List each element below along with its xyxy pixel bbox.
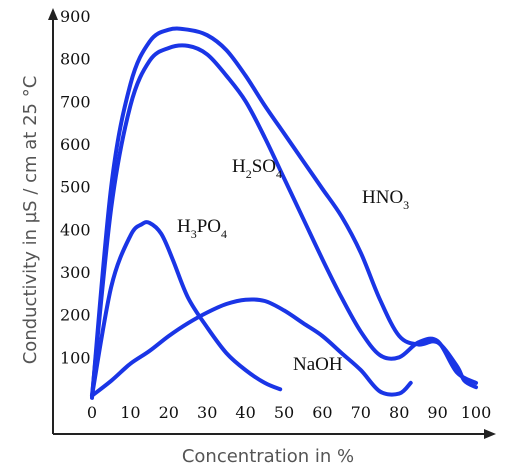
series-line-naoh xyxy=(90,297,413,398)
x-tick-label: 40 xyxy=(235,403,255,422)
x-tick-label: 60 xyxy=(312,403,332,422)
y-tick-label: 900 xyxy=(60,7,91,26)
x-tick-label: 70 xyxy=(351,403,371,422)
series-label-h2so4: H2SO4 xyxy=(232,156,282,181)
y-tick-label: 200 xyxy=(60,306,91,325)
y-tick-labels: 100 200 300 400 500 600 700 800 900 xyxy=(60,7,91,367)
y-tick-label: 300 xyxy=(60,263,91,282)
x-axis-arrow xyxy=(484,429,496,439)
x-tick-label: 90 xyxy=(427,403,447,422)
series-line-hno3 xyxy=(90,26,478,400)
series-line-h2so4 xyxy=(90,43,478,398)
x-tick-labels: 0 10 20 30 40 50 60 70 80 90 100 xyxy=(87,403,491,422)
x-tick-label: 20 xyxy=(159,403,179,422)
series-label-hno3: HNO3 xyxy=(362,187,409,212)
y-tick-label: 800 xyxy=(60,50,91,69)
x-axis-label: Concentration in % xyxy=(182,446,354,467)
x-tick-label: 30 xyxy=(197,403,217,422)
x-tick-label: 100 xyxy=(461,403,492,422)
y-axis-label: Conductivity in µS / cm at 25 °C xyxy=(20,76,41,365)
x-tick-label: 50 xyxy=(274,403,294,422)
y-axis-arrow xyxy=(48,8,58,20)
y-tick-label: 400 xyxy=(60,220,91,239)
series-line-h3po4 xyxy=(90,220,283,398)
series-curves xyxy=(90,26,478,400)
y-tick-label: 500 xyxy=(60,178,91,197)
axes xyxy=(48,8,496,439)
x-tick-label: 0 xyxy=(87,403,97,422)
series-label-h3po4: H3PO4 xyxy=(177,216,227,241)
y-tick-label: 700 xyxy=(60,92,91,111)
x-tick-label: 10 xyxy=(120,403,140,422)
x-tick-label: 80 xyxy=(389,403,409,422)
y-tick-label: 600 xyxy=(60,135,91,154)
y-tick-label: 100 xyxy=(60,348,91,367)
series-label-naoh: NaOH xyxy=(293,354,343,375)
